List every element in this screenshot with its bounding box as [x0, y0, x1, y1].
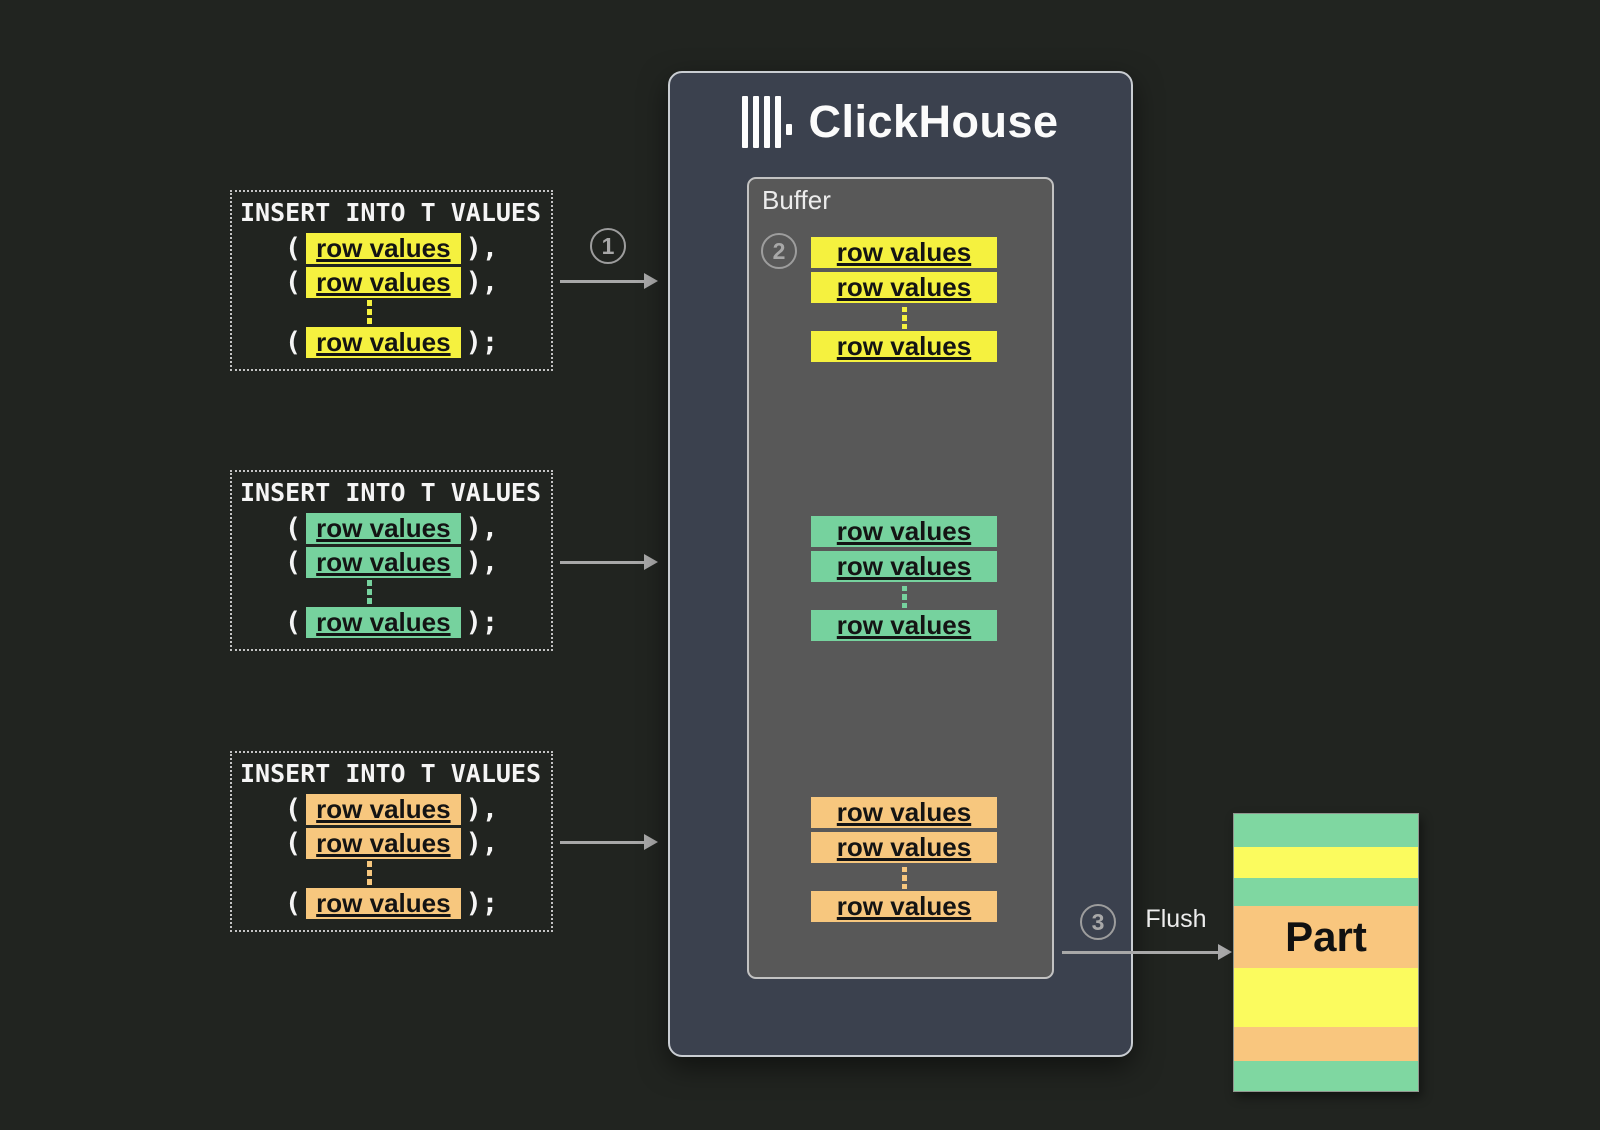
row-values-chip: row values [306, 794, 461, 825]
buffer-row: row values [811, 832, 997, 863]
insert-row: ( row values ), [240, 513, 543, 544]
step-2-badge: 2 [761, 233, 797, 269]
insert-row: ( row values ), [240, 794, 543, 825]
paren-open: ( [284, 513, 302, 544]
paren-open: ( [284, 888, 302, 919]
step-1-badge: 1 [590, 228, 626, 264]
insert-row: ( row values ); [240, 327, 543, 358]
insert-row: ( row values ), [240, 233, 543, 264]
part-label: Part [1285, 913, 1367, 961]
part-stripe [1234, 814, 1418, 847]
insert-title: INSERT INTO T VALUES [240, 759, 542, 788]
part-stripe [1234, 1061, 1418, 1091]
buffer-row: row values [811, 516, 997, 547]
ellipsis-dots-icon [218, 580, 521, 604]
buffer-row: row values [811, 610, 997, 641]
clickhouse-header: ClickHouse [670, 95, 1131, 149]
paren-close: ), [465, 547, 499, 578]
buffer-panel: Buffer 2 row values row values row value… [747, 177, 1054, 979]
paren-close: ), [465, 267, 499, 298]
flush-label: Flush [1145, 905, 1207, 933]
arrow-insert-1-icon [560, 273, 658, 289]
row-values-chip: row values [306, 547, 461, 578]
paren-close: ); [465, 327, 499, 358]
row-values-chip: row values [306, 513, 461, 544]
step-3-badge: 3 [1080, 904, 1116, 940]
clickhouse-title: ClickHouse [808, 96, 1059, 147]
arrow-insert-3-icon [560, 834, 658, 850]
paren-close: ); [465, 607, 499, 638]
paren-close: ), [465, 513, 499, 544]
paren-open: ( [284, 794, 302, 825]
part-stripe [1234, 846, 1418, 878]
insert-statement-1: INSERT INTO T VALUES ( row values ), ( r… [230, 190, 553, 371]
ellipsis-dots-icon [811, 586, 997, 608]
buffer-row: row values [811, 331, 997, 362]
paren-close: ), [465, 233, 499, 264]
row-values-chip: row values [306, 233, 461, 264]
paren-open: ( [284, 828, 302, 859]
part-block: Part [1233, 813, 1419, 1092]
ellipsis-dots-icon [218, 300, 521, 324]
row-values-chip: row values [306, 327, 461, 358]
part-stripe [1234, 1027, 1418, 1062]
paren-open: ( [284, 267, 302, 298]
buffer-group-yellow: row values row values row values [811, 237, 997, 366]
buffer-label: Buffer [762, 185, 831, 215]
row-values-chip: row values [306, 888, 461, 919]
buffer-row: row values [811, 551, 997, 582]
paren-open: ( [284, 607, 302, 638]
paren-open: ( [284, 327, 302, 358]
clickhouse-panel: ClickHouse Buffer 2 row values row value… [668, 71, 1133, 1057]
clickhouse-logo-icon [742, 96, 793, 148]
ellipsis-dots-icon [218, 861, 521, 885]
buffer-group-green: row values row values row values [811, 516, 997, 645]
paren-close: ), [465, 794, 499, 825]
insert-title: INSERT INTO T VALUES [240, 478, 542, 507]
insert-row: ( row values ), [240, 547, 543, 578]
arrow-insert-2-icon [560, 554, 658, 570]
paren-close: ); [465, 888, 499, 919]
part-stripe [1234, 877, 1418, 907]
buffer-row: row values [811, 237, 997, 268]
insert-title: INSERT INTO T VALUES [240, 198, 542, 227]
buffer-row: row values [811, 272, 997, 303]
buffer-row: row values [811, 891, 997, 922]
paren-open: ( [284, 233, 302, 264]
insert-statement-2: INSERT INTO T VALUES ( row values ), ( r… [230, 470, 553, 651]
insert-row: ( row values ), [240, 267, 543, 298]
paren-close: ), [465, 828, 499, 859]
row-values-chip: row values [306, 607, 461, 638]
buffer-row: row values [811, 797, 997, 828]
ellipsis-dots-icon [811, 307, 997, 329]
insert-row: ( row values ), [240, 828, 543, 859]
row-values-chip: row values [306, 267, 461, 298]
part-stripe [1234, 967, 1418, 1028]
insert-row: ( row values ); [240, 607, 543, 638]
ellipsis-dots-icon [811, 867, 997, 889]
paren-open: ( [284, 547, 302, 578]
row-values-chip: row values [306, 828, 461, 859]
part-stripe: Part [1234, 906, 1418, 968]
insert-row: ( row values ); [240, 888, 543, 919]
arrow-flush-icon [1062, 944, 1232, 960]
buffer-group-orange: row values row values row values [811, 797, 997, 926]
insert-statement-3: INSERT INTO T VALUES ( row values ), ( r… [230, 751, 553, 932]
